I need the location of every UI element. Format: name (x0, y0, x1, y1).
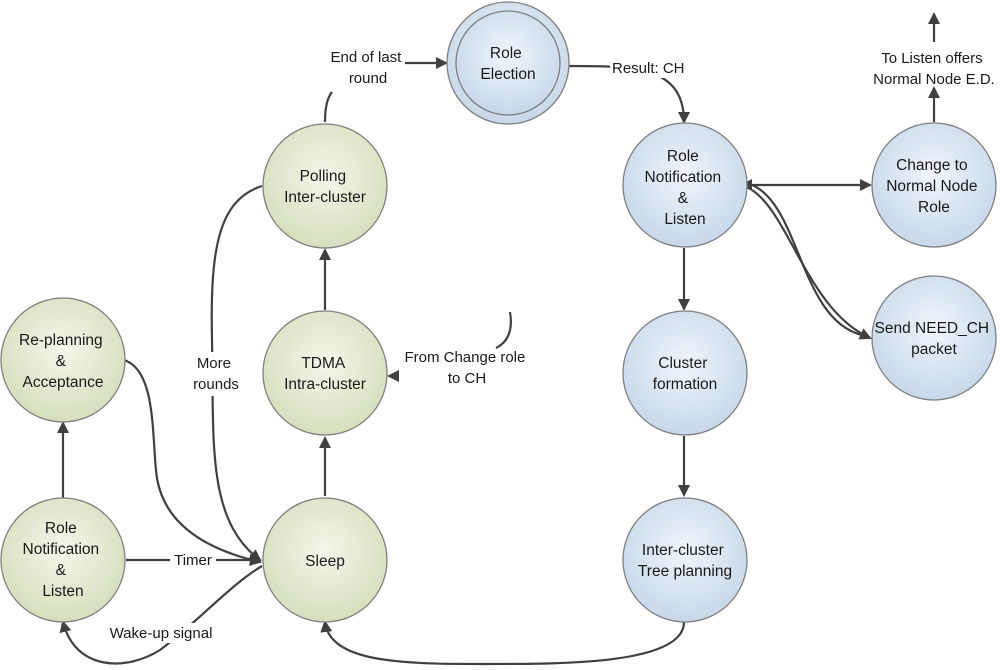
edge-notification-need-ch-b (751, 189, 872, 340)
label-timer-bg (170, 550, 216, 570)
node-sleep[interactable]: Sleep (262, 497, 388, 623)
label-timer: Timer (174, 552, 212, 569)
label-more-rounds: More rounds (193, 355, 239, 393)
node-sleep-text: Sleep (305, 553, 345, 570)
edges (57, 12, 940, 666)
node-role-notification-nn[interactable]: Role Notification & Listen (0, 497, 126, 623)
node-role-election-text: Role Election (480, 45, 535, 83)
edge-wakeup (59, 565, 263, 665)
node-polling-text: Polling Inter-cluster (284, 168, 366, 206)
node-role-notification-ch[interactable]: Role Notification & Listen (622, 122, 748, 248)
label-wakeup-bg (104, 623, 218, 643)
node-change-normal[interactable]: Change to Normal Node Role (871, 122, 997, 248)
edge-more-rounds (210, 184, 263, 562)
label-more-rounds-bg (190, 352, 242, 396)
node-inter-cluster-tree-text: Inter-cluster Tree planning (638, 542, 732, 580)
node-tdma-text: TDMA Intra-cluster (284, 355, 366, 393)
label-result-ch-bg (610, 58, 690, 78)
node-role-election[interactable]: Role Election (446, 1, 570, 125)
nodes: Role Election Role Notification & Listen… (0, 1, 997, 623)
node-polling[interactable]: Polling Inter-cluster (262, 123, 388, 249)
node-send-need-ch[interactable]: Send NEED_CH packet (871, 275, 997, 401)
node-change-normal-text: Change to Normal Node Role (886, 157, 982, 216)
node-inter-cluster-tree[interactable]: Inter-cluster Tree planning (622, 497, 748, 623)
node-replanning[interactable]: Re-planning & Acceptance (0, 297, 126, 423)
label-result-ch: Result: CH (612, 60, 685, 77)
label-wakeup: Wake-up signal (110, 625, 213, 642)
edge-end-of-last-round (323, 91, 333, 123)
node-replanning-text: Re-planning & Acceptance (19, 332, 107, 391)
edge-from-change-role (495, 311, 512, 349)
edge-replanning-to-sleep (123, 358, 262, 566)
node-role-notification-nn-text: Role Notification & Listen (23, 520, 104, 600)
edge-tree-to-sleep (320, 620, 686, 666)
node-cluster-formation[interactable]: Cluster formation (622, 310, 748, 436)
label-end-of-last-round: End of last round (330, 49, 405, 87)
node-tdma[interactable]: TDMA Intra-cluster (262, 310, 388, 436)
node-role-notification-ch-text: Role Notification & Listen (645, 148, 726, 228)
label-to-listen-offers: To Listen offers Normal Node E.D. (873, 50, 995, 88)
node-send-need-ch-text: Send NEED_CH packet (875, 320, 994, 358)
label-from-change-role: From Change role to CH (404, 349, 529, 387)
edge-labels: End of last round Result: CH To Listen o… (104, 49, 995, 643)
node-cluster-formation-text: Cluster formation (653, 355, 718, 393)
